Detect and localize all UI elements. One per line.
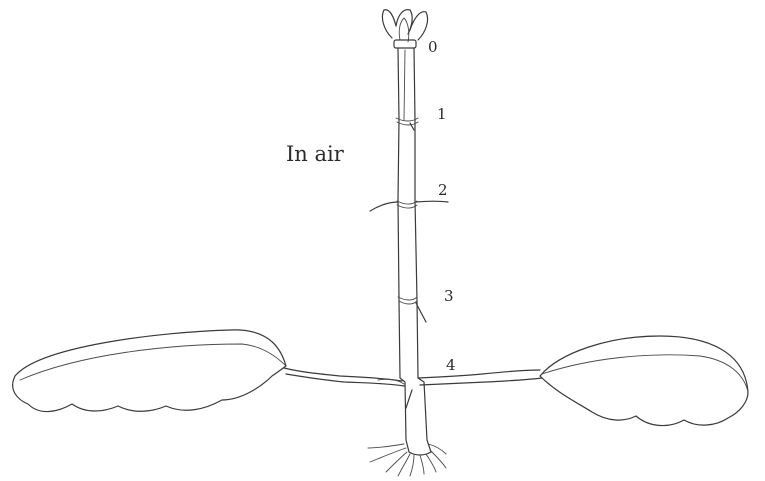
- node-label-3: 3: [444, 287, 454, 305]
- node-label-2: 2: [438, 181, 448, 199]
- main-stem: [398, 48, 431, 452]
- node-label-1: 1: [437, 105, 447, 123]
- stem-node-2: [370, 201, 448, 211]
- node-label-4: 4: [446, 356, 456, 374]
- figure-caption: In air: [286, 142, 345, 166]
- right-petiole: [418, 370, 542, 385]
- right-cotyledon: [540, 336, 748, 426]
- left-petiole: [284, 368, 404, 386]
- root-system: [368, 444, 446, 476]
- stem-node-3: [398, 297, 426, 322]
- left-cotyledon: [13, 330, 286, 412]
- node-label-0: 0: [428, 38, 438, 56]
- terminal-bud: [382, 10, 427, 48]
